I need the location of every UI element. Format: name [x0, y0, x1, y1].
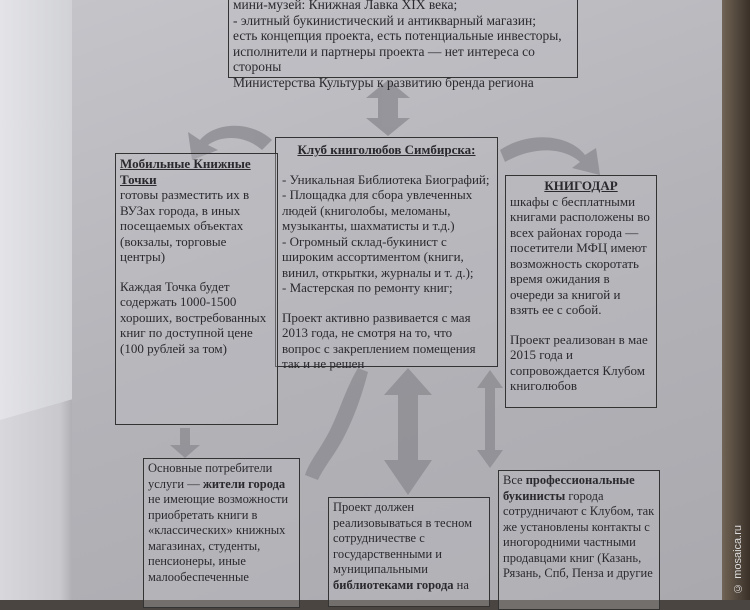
left-note: Каждая Точка будет содержать 1000-1500 х… [120, 278, 267, 356]
right-title: КНИГОДАР [544, 178, 618, 193]
top-line: исполнители и партнеры проекта — нет инт… [233, 43, 535, 75]
br-post: города сотрудничают с Клубом, так же уст… [503, 488, 655, 581]
center-item: - Площадка для сбора увлеченных людей (к… [282, 187, 473, 233]
bm-pre: Проект должен реализовываться в тесном с… [333, 500, 473, 576]
double-arrow-center-down [384, 368, 432, 495]
bottom-mid-box: Проект должен реализовываться в тесном с… [328, 497, 490, 607]
bottom-left-box: Основные потребители услуги — жители гор… [143, 458, 300, 608]
double-arrow-top-center [366, 80, 410, 136]
top-line: есть концепция проекта, есть потенциальн… [233, 28, 562, 43]
center-item: - Мастерская по ремонту книг; [282, 280, 453, 295]
center-item: - Уникальная Библиотека Биографий; [282, 171, 490, 187]
right-text: шкафы с бесплатными книгами расположены … [510, 193, 650, 318]
bl-pre: Основные потребители услуги — [148, 461, 273, 491]
curved-arrow-left [188, 125, 272, 160]
top-line: мини-музей: Книжная Лавка XIX века; [233, 0, 458, 12]
bottom-right-box: Все профессиональные букинисты города со… [498, 470, 660, 610]
arrow-down-left [170, 428, 200, 458]
curved-arrow-bottom-left [305, 368, 368, 480]
center-title: Клуб книголюбов Симбирска: [297, 142, 476, 157]
bm-bold: библиотеками города [333, 577, 454, 592]
br-pre: Все [503, 473, 526, 487]
bl-bold: жители города [202, 476, 286, 491]
top-line: Министерства Культуры к развитию бренда … [233, 74, 534, 90]
top-box: мини-музей: Книжная Лавка XIX века; - эл… [228, 0, 578, 90]
br-bold: профессиональные букинисты [503, 473, 635, 503]
left-title: Мобильные Книжные Точки [120, 156, 251, 187]
center-box: Клуб книголюбов Симбирска: - Уникальная … [275, 137, 498, 371]
center-note: Проект активно развивается с мая 2013 го… [282, 309, 476, 372]
bm-post: на [453, 577, 469, 592]
curved-arrow-right [500, 137, 600, 175]
left-text: готовы разместить их в ВУЗах города, в и… [120, 187, 250, 264]
left-box: Мобильные Книжные Точки готовы разместит… [115, 153, 278, 425]
top-line: - элитный букинистический и антикварный … [233, 12, 536, 28]
double-arrow-right [477, 370, 503, 468]
bl-post: не имеющие возможности приобретать книги… [148, 492, 289, 584]
right-note: Проект реализован в мае 2015 года и сопр… [510, 331, 648, 394]
center-item: - Огромный склад-букинист с широким ассо… [282, 233, 474, 280]
watermark: © mosaica.ru [732, 525, 744, 594]
right-box: КНИГОДАР шкафы с бесплатными книгами рас… [505, 175, 657, 408]
